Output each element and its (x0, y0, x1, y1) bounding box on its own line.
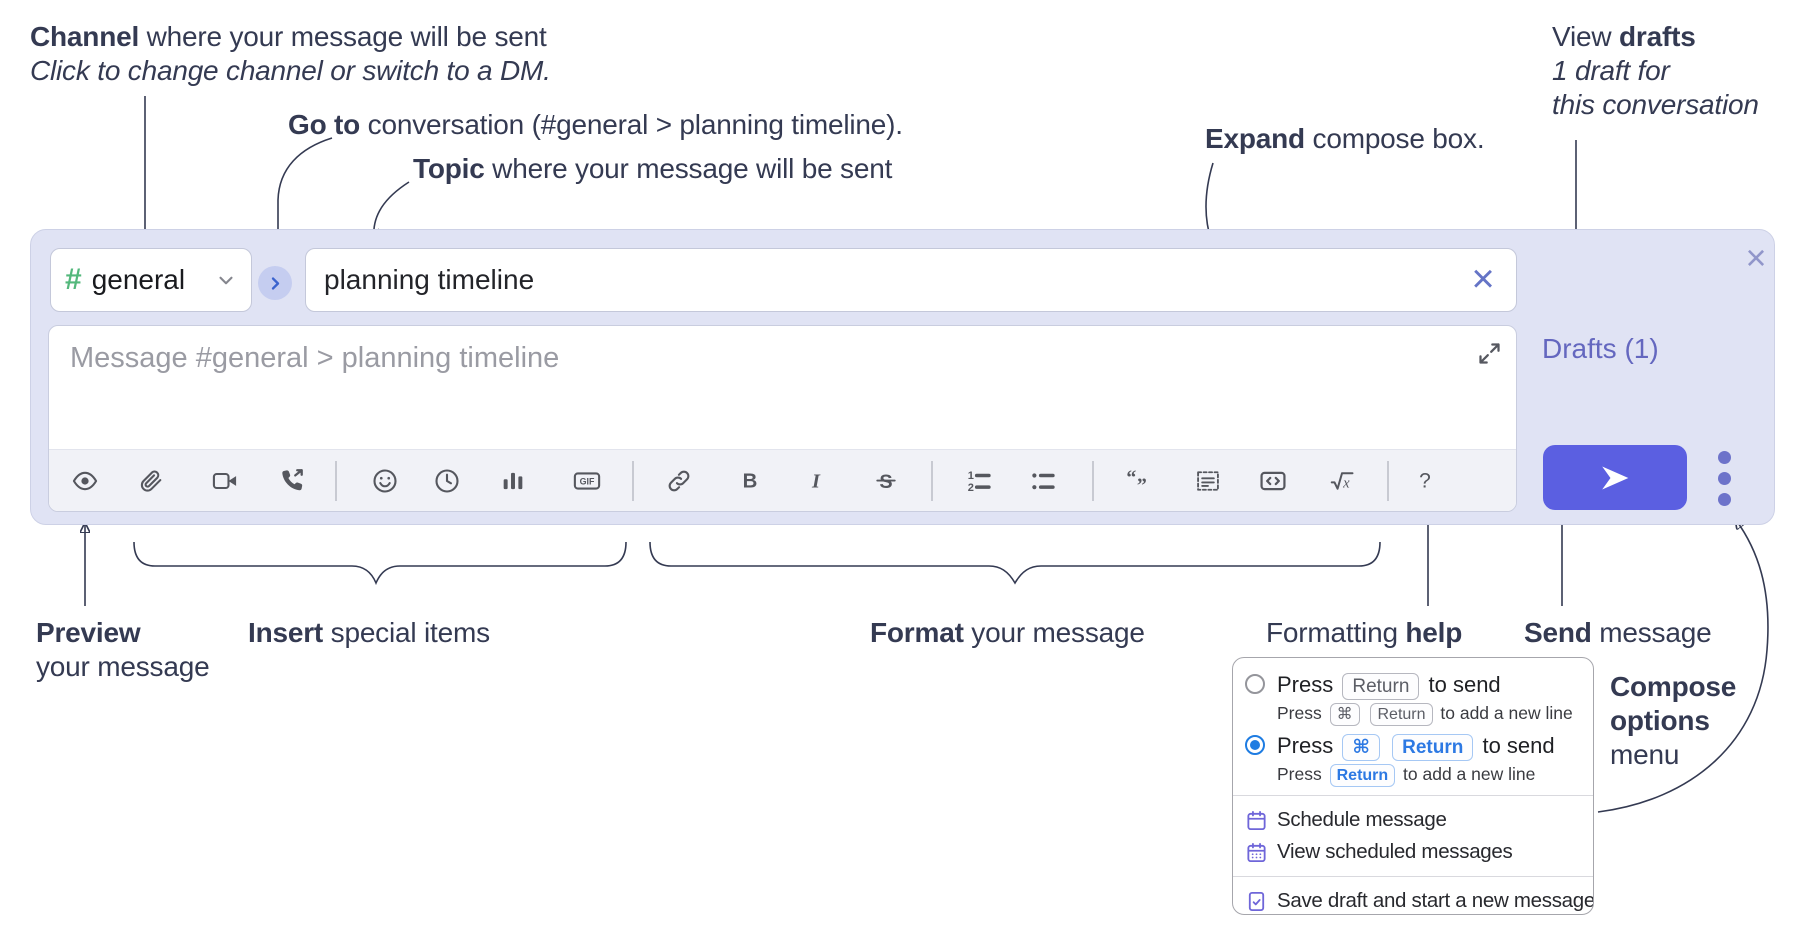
format-brace (649, 541, 1381, 585)
gif-icon[interactable]: GIF (568, 462, 606, 500)
insert-brace (133, 541, 627, 586)
help-icon[interactable]: ? (1406, 462, 1444, 500)
keyboard-key: Return (1342, 673, 1420, 700)
send-button[interactable] (1543, 445, 1687, 510)
compose-options-annotation: Compose options menu (1610, 671, 1737, 770)
calendar-icon (1245, 809, 1268, 832)
quote-icon[interactable]: “” (1119, 462, 1157, 500)
attach-file-icon[interactable] (132, 462, 170, 500)
toolbar-divider (335, 460, 337, 501)
strikethrough-icon[interactable]: S (867, 462, 905, 500)
menu-item-schedule-message[interactable]: Schedule message (1233, 804, 1593, 836)
svg-text:”: ” (1137, 474, 1147, 495)
menu-item-label: View scheduled messages (1277, 840, 1513, 863)
channel-annotation: Channel where your message will be sent … (30, 21, 551, 86)
channel-selector[interactable]: # general (50, 248, 252, 312)
emoji-icon[interactable] (366, 462, 404, 500)
compose-options-menu-icon[interactable] (1707, 446, 1741, 510)
bulleted-list-icon[interactable] (1024, 462, 1062, 500)
svg-text:S: S (879, 471, 892, 493)
svg-text:1: 1 (968, 470, 974, 482)
drafts-link[interactable]: Drafts (1) (1542, 333, 1659, 364)
topic-annotation: Topic where your message will be sent (413, 153, 893, 184)
format-annotation: Format your message (870, 617, 1145, 648)
video-call-icon[interactable] (206, 462, 244, 500)
menu-item-view-scheduled-messages[interactable]: View scheduled messages (1233, 836, 1593, 868)
svg-text:I: I (811, 470, 821, 492)
svg-text:B: B (743, 470, 758, 492)
send-icon (1599, 462, 1631, 494)
toolbar-divider (1092, 460, 1094, 501)
toolbar-divider (1387, 460, 1389, 501)
menu-item-label: Schedule message (1277, 808, 1447, 831)
time-mention-icon[interactable] (428, 462, 466, 500)
expand-compose-icon[interactable] (1473, 337, 1505, 369)
chevron-right-icon (267, 275, 284, 292)
svg-text:?: ? (1419, 469, 1431, 492)
svg-text:“: “ (1126, 467, 1136, 489)
keyboard-key: ⌘ (1342, 734, 1380, 761)
keyboard-key: Return (1370, 703, 1433, 726)
svg-text:x: x (1342, 475, 1350, 491)
svg-text:2: 2 (968, 481, 974, 493)
svg-text:GIF: GIF (580, 476, 595, 486)
menu-item-label: Save draft and start a new message (1277, 889, 1594, 912)
preview-icon[interactable] (66, 462, 104, 500)
menu-item-save-draft-and-start-a-new-message[interactable]: Save draft and start a new message (1233, 885, 1594, 914)
code-icon[interactable] (1254, 462, 1292, 500)
popup-divider (1233, 795, 1593, 796)
goto-annotation: Go to conversation (#general > planning … (288, 109, 903, 140)
hash-icon: # (65, 263, 82, 296)
math-icon[interactable]: x (1323, 462, 1361, 500)
link-icon[interactable] (660, 462, 698, 500)
send-annotation: Send message (1524, 617, 1712, 648)
keyboard-key: ⌘ (1329, 703, 1360, 726)
popup-divider (1233, 876, 1593, 877)
italic-icon[interactable]: I (797, 462, 835, 500)
go-to-conversation-button[interactable] (258, 266, 292, 300)
insert-annotation: Insert special items (248, 617, 490, 648)
topic-input[interactable] (305, 248, 1517, 312)
spoiler-icon[interactable] (1189, 462, 1227, 500)
radio-unselected-icon[interactable] (1245, 674, 1265, 694)
bold-icon[interactable]: B (731, 462, 769, 500)
channel-name: general (91, 264, 186, 295)
keyboard-key: Return (1392, 734, 1474, 761)
chevron-down-icon (215, 269, 237, 291)
clear-topic-icon[interactable]: × (1458, 250, 1508, 308)
message-input[interactable] (49, 326, 1516, 450)
radio-selected-icon[interactable] (1245, 735, 1265, 755)
drafts-annotation: View drafts 1 draft for this conversatio… (1552, 21, 1759, 120)
close-compose-icon[interactable]: × (1734, 236, 1778, 280)
keyboard-key: Return (1329, 764, 1396, 787)
draft-doc-icon (1245, 890, 1268, 913)
formatting-help-annotation: Formatting help (1266, 617, 1463, 648)
toolbar-divider (632, 460, 634, 501)
toolbar-divider (931, 460, 933, 501)
preview-annotation: Preview your message (36, 617, 210, 682)
calendar-grid-icon (1245, 841, 1268, 864)
message-box: GIF B I S 12 “” x? (48, 325, 1517, 512)
poll-icon[interactable] (494, 462, 532, 500)
voice-call-icon[interactable] (273, 462, 311, 500)
expand-annotation: Expand compose box. (1205, 123, 1485, 154)
